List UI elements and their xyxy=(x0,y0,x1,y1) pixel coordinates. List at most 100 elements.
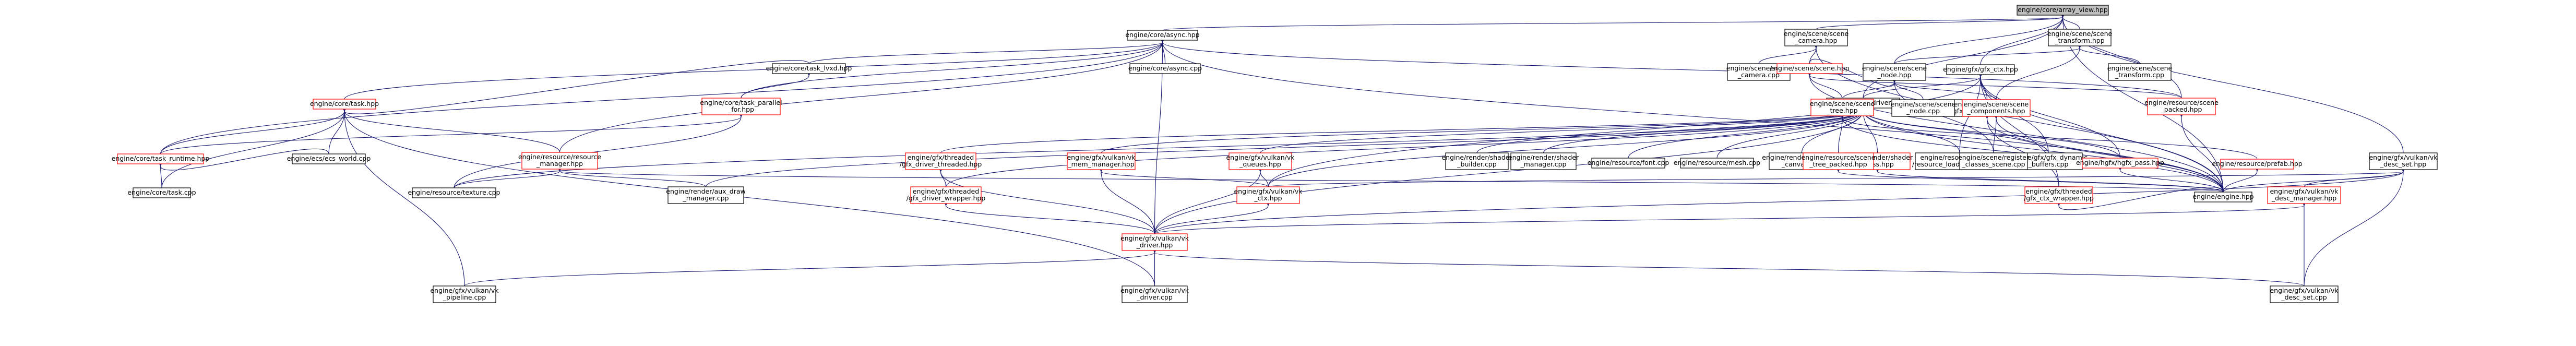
node-label: _classes_scene.cpp xyxy=(1961,160,2025,168)
node-box xyxy=(667,186,744,204)
file-node-async-hpp[interactable]: engine/core/async.hpp xyxy=(1125,30,1200,41)
include-edge xyxy=(1758,44,1818,64)
file-node-transform-cpp[interactable]: engine/scene/scene_transform.cpp xyxy=(2107,63,2173,81)
node-label: engine/core/task_parallel xyxy=(700,99,782,106)
file-node-camera-hpp[interactable]: engine/scene/scene_camera.hpp xyxy=(1784,29,1849,46)
node-label: _buffers.cpp xyxy=(2028,160,2069,168)
file-node-hgfx-pass[interactable]: engine/hgfx/hgfx_pass.hpp xyxy=(2076,158,2164,169)
file-node-desc-set-hpp[interactable]: engine/gfx/vulkan/vk_desc_set.hpp xyxy=(2369,152,2438,170)
node-label: engine/gfx/vulkan/vk xyxy=(1120,234,1189,242)
node-label: _driver.cpp xyxy=(1136,293,1173,301)
include-edge xyxy=(1268,106,1865,187)
node-box xyxy=(313,99,376,110)
node-box xyxy=(1891,99,1955,117)
node-box xyxy=(701,98,781,115)
file-node-res-texture[interactable]: engine/resource/texture.cpp xyxy=(408,187,500,198)
node-label: engine/core/task.hpp xyxy=(310,100,379,108)
file-node-gfx-ctx[interactable]: engine/gfx/gfx_ctx.hpp xyxy=(1943,64,2018,75)
file-node-res-prefab[interactable]: engine/resource/prefab.hpp xyxy=(2212,159,2303,170)
node-label: engine/resource/texture.cpp xyxy=(408,188,500,196)
file-node-res-packed[interactable]: engine/resource/scene_packed.hpp xyxy=(2144,98,2219,115)
include-edge xyxy=(1978,73,1988,100)
file-node-async-cpp[interactable]: engine/core/async.cpp xyxy=(1128,63,1202,74)
node-label: engine/render/aux_draw xyxy=(666,187,745,195)
file-node-gfx-ctx-wrapper[interactable]: engine/gfx/threaded/gfx_ctx_wrapper.hpp xyxy=(2024,186,2094,204)
file-node-vk-mem-manager[interactable]: engine/gfx/vulkan/vk_mem_manager.hpp xyxy=(1067,152,1136,170)
node-box xyxy=(1510,152,1577,170)
include-edge xyxy=(559,39,1165,153)
node-box xyxy=(1959,152,2028,170)
node-label: engine/core/task_lvxd.hpp xyxy=(766,64,852,72)
include-edge xyxy=(1160,38,2182,99)
node-label: engine/scene/scene xyxy=(1784,30,1849,38)
file-node-engine-hpp[interactable]: engine/engine.hpp xyxy=(2192,192,2254,202)
file-node-tree-hpp[interactable]: engine/scene/scene_tree.hpp xyxy=(1810,99,1875,116)
file-node-res-manager[interactable]: engine/resource/resource_manager.hpp xyxy=(518,152,601,170)
file-node-task-runtime[interactable]: engine/core/task_runtime.hpp xyxy=(112,153,210,164)
node-box xyxy=(2108,63,2172,81)
include-edge xyxy=(1816,13,2065,30)
include-edge xyxy=(1099,168,1155,234)
node-label: _node.hpp xyxy=(1877,71,1911,79)
file-node-transform-hpp[interactable]: engine/scene/scene_transform.hpp xyxy=(2047,29,2113,46)
file-node-aux-draw-mgr[interactable]: engine/render/aux_draw_manager.cpp xyxy=(666,186,746,204)
include-edge xyxy=(1099,168,1269,187)
node-box xyxy=(1229,152,1292,170)
file-node-ecs-world[interactable]: engine/ecs/ecs_world.cpp xyxy=(287,153,371,164)
file-node-task-hpp[interactable]: engine/core/task.hpp xyxy=(310,99,379,110)
node-label: engine/core/task.cpp xyxy=(127,188,196,196)
node-box xyxy=(2082,158,2158,169)
node-label: engine/scene/scene xyxy=(2047,30,2113,38)
file-node-desc-manager[interactable]: engine/gfx/vulkan/vk_desc_manager.hpp xyxy=(2267,186,2341,204)
include-edge xyxy=(1892,79,1994,153)
file-node-node-cpp[interactable]: engine/scene/scene_node.cpp xyxy=(1891,99,1956,117)
file-node-desc-set-cpp[interactable]: engine/gfx/vulkan/vk_desc_set.cpp xyxy=(2270,285,2339,303)
file-node-vk-driver-cpp[interactable]: engine/gfx/vulkan/vk_driver.cpp xyxy=(1120,285,1189,303)
file-node-res-font[interactable]: engine/resource/font.cpp xyxy=(1588,158,1669,169)
file-node-shader-manager[interactable]: engine/render/shader_manager.cpp xyxy=(1508,152,1579,170)
file-node-register[interactable]: engine/scene/register_classes_scene.cpp xyxy=(1958,152,2030,170)
node-box xyxy=(2194,192,2252,202)
file-node-vk-queues[interactable]: engine/gfx/vulkan/vk_queues.hpp xyxy=(1226,152,1295,170)
include-edge xyxy=(1838,114,1844,153)
file-node-components-hpp[interactable]: engine/scene/scene_components.hpp xyxy=(1962,99,2031,117)
node-label: engine/core/async.hpp xyxy=(1125,31,1199,39)
node-box xyxy=(1776,63,1843,74)
node-label: engine/gfx/threaded xyxy=(913,187,979,195)
file-node-array-view[interactable]: engine/core/array_view.hpp xyxy=(2017,5,2109,16)
file-node-vk-driver[interactable]: engine/gfx/vulkan/vk_driver.hpp xyxy=(1120,233,1189,251)
node-box xyxy=(412,187,496,198)
file-node-scene-hpp[interactable]: engine/scene/scene.hpp xyxy=(1770,63,1850,74)
node-label: engine/gfx/vulkan/vk xyxy=(2270,287,2339,294)
node-label: _pipeline.cpp xyxy=(443,293,486,301)
node-label: _transform.hpp xyxy=(2054,37,2104,44)
node-label: engine/scene/scene xyxy=(1891,100,1956,108)
file-node-vk-ctx[interactable]: engine/gfx/vulkan/vk_ctx.hpp xyxy=(1234,186,1303,204)
file-node-task-cpp[interactable]: engine/core/task.cpp xyxy=(127,187,196,198)
file-node-task-lvxd[interactable]: engine/core/task_lvxd.hpp xyxy=(766,63,852,74)
file-node-vk-pipeline[interactable]: engine/gfx/vulkan/vk_pipeline.cpp xyxy=(430,285,499,303)
file-node-tree-packed[interactable]: engine/resource/scene_tree_packed.hpp xyxy=(1802,152,1876,170)
node-label: engine/gfx/vulkan/vk xyxy=(2369,153,2438,161)
file-node-task-parallel[interactable]: engine/core/task_parallel_for.hpp xyxy=(700,98,782,115)
file-node-node-hpp[interactable]: engine/scene/scene_node.hpp xyxy=(1862,63,1927,81)
include-edge xyxy=(454,113,743,188)
file-node-thr-driver-wrapper[interactable]: engine/gfx/threaded/gfx_driver_wrapper.h… xyxy=(907,186,986,204)
include-edge xyxy=(1842,79,1897,100)
node-label: engine/hgfx/hgfx_pass.hpp xyxy=(2076,159,2164,166)
dependency-edges xyxy=(158,13,2406,287)
node-label: engine/gfx/vulkan/vk xyxy=(1067,153,1136,161)
node-label: engine/gfx/threaded xyxy=(908,153,974,161)
node-label: engine/render/shader xyxy=(1508,153,1579,161)
file-node-shader-builder[interactable]: engine/render/shader_builder.cpp xyxy=(1441,152,1512,170)
node-box xyxy=(521,152,598,170)
include-edge xyxy=(1268,168,2406,187)
include-edge xyxy=(2078,44,2140,64)
file-node-res-mesh[interactable]: engine/resource/mesh.cpp xyxy=(1674,158,1760,169)
include-edge xyxy=(1716,106,1865,159)
include-edge xyxy=(557,167,2224,193)
node-label: engine/gfx/vulkan/vk xyxy=(2270,187,2339,195)
node-label: _manager.cpp xyxy=(1520,160,1566,168)
file-node-thr-driver-threaded[interactable]: engine/gfx/threaded/gfx_driver_threaded.… xyxy=(900,152,982,170)
